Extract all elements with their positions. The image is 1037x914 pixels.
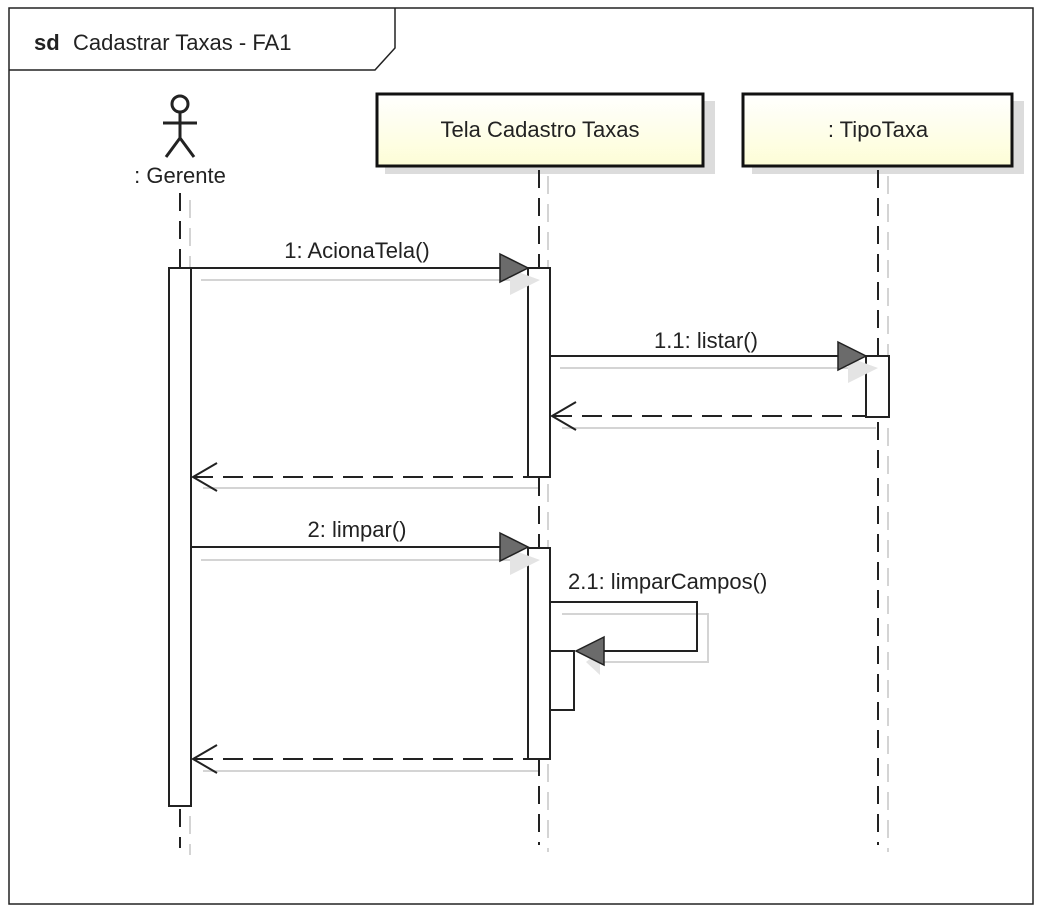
lifeline-head-tipotaxa: : TipoTaxa bbox=[741, 92, 1024, 174]
message-2-arrowhead bbox=[499, 531, 530, 563]
object-label-tipotaxa: : TipoTaxa bbox=[828, 117, 929, 142]
object-label-tela: Tela Cadastro Taxas bbox=[441, 117, 640, 142]
activations bbox=[168, 267, 890, 807]
message-2-1: 2.1: limparCampos() bbox=[551, 569, 767, 675]
message-2: 2: limpar() bbox=[191, 517, 540, 575]
message-1-1: 1.1: listar() bbox=[550, 328, 878, 383]
message-1: 1: AcionaTela() bbox=[191, 238, 540, 295]
activation-gerente bbox=[168, 267, 192, 807]
message-2-label: 2: limpar() bbox=[307, 517, 406, 542]
activation-tela-1 bbox=[527, 267, 551, 478]
object-box-tipotaxa bbox=[741, 92, 1014, 168]
message-1-label: 1: AcionaTela() bbox=[284, 238, 430, 263]
message-2-1-label: 2.1: limparCampos() bbox=[568, 569, 767, 594]
activation-tela-2 bbox=[527, 547, 551, 760]
return-2 bbox=[191, 744, 538, 774]
object-box-tela bbox=[375, 92, 705, 168]
frame-border bbox=[8, 7, 1034, 905]
message-1-1-arrowhead bbox=[837, 340, 868, 372]
frame-title-tab bbox=[9, 8, 396, 71]
frame-title: Cadastrar Taxas - FA1 bbox=[73, 30, 291, 55]
return-1-1 bbox=[550, 401, 876, 431]
lifeline-head-tela: Tela Cadastro Taxas bbox=[375, 92, 715, 174]
activation-tipotaxa bbox=[865, 355, 890, 418]
actor-gerente: : Gerente bbox=[134, 94, 226, 188]
return-1-1-arrowhead bbox=[550, 401, 577, 431]
message-2-1-arrowhead bbox=[574, 635, 605, 667]
message-1-1-label: 1.1: listar() bbox=[654, 328, 758, 353]
actor-figure-icon bbox=[163, 94, 197, 158]
message-1-arrowhead bbox=[499, 252, 530, 284]
activation-tela-nested bbox=[549, 650, 575, 711]
return-1 bbox=[191, 462, 538, 492]
return-2-arrowhead bbox=[191, 744, 218, 774]
frame-keyword: sd bbox=[34, 30, 60, 55]
return-1-arrowhead bbox=[191, 462, 218, 492]
actor-label: : Gerente bbox=[134, 163, 226, 188]
message-2-1-line bbox=[551, 601, 698, 652]
